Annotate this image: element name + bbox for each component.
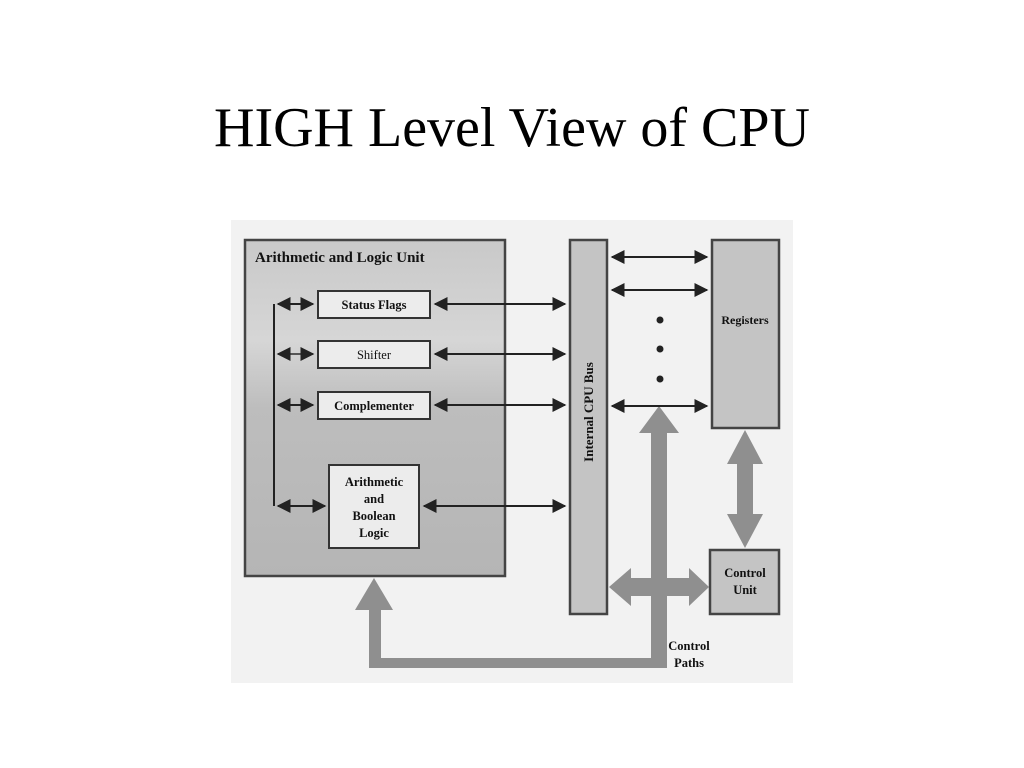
registers-block (710, 238, 781, 430)
arith-line-3: Boolean (352, 509, 395, 523)
status-flags-box (317, 290, 431, 319)
complementer-box (317, 391, 431, 420)
control-unit-block (708, 548, 781, 616)
complementer-label: Complementer (334, 399, 414, 413)
ellipsis-dot-1 (656, 316, 664, 324)
registers-label: Registers (721, 313, 769, 327)
alu-title: Arithmetic and Logic Unit (255, 250, 425, 266)
bus-label: Internal CPU Bus (581, 362, 596, 462)
control-unit-line-2: Unit (733, 583, 757, 597)
slide-title: HIGH Level View of CPU (214, 97, 810, 159)
ellipsis-dot-2 (656, 345, 664, 353)
control-paths-line-2: Paths (674, 656, 704, 670)
arith-line-2: and (364, 492, 384, 506)
shifter-label: Shifter (357, 348, 392, 362)
status-flags-label: Status Flags (342, 298, 407, 312)
control-path-horizontal (609, 568, 709, 606)
control-paths-line-1: Control (668, 639, 710, 653)
registers-control-unit-arrow (727, 430, 763, 548)
control-path-to-alu (355, 578, 657, 668)
arith-line-4: Logic (359, 526, 389, 540)
shifter-box (317, 340, 431, 369)
ellipsis-dot-3 (656, 375, 664, 383)
control-unit-line-1: Control (724, 566, 766, 580)
control-path-vertical (639, 406, 679, 668)
arith-boolean-logic-box (328, 464, 420, 549)
internal-cpu-bus (568, 238, 609, 616)
cpu-diagram: Arithmetic and Logic Unit Status Flags S… (231, 220, 793, 683)
arith-line-1: Arithmetic (345, 475, 404, 489)
